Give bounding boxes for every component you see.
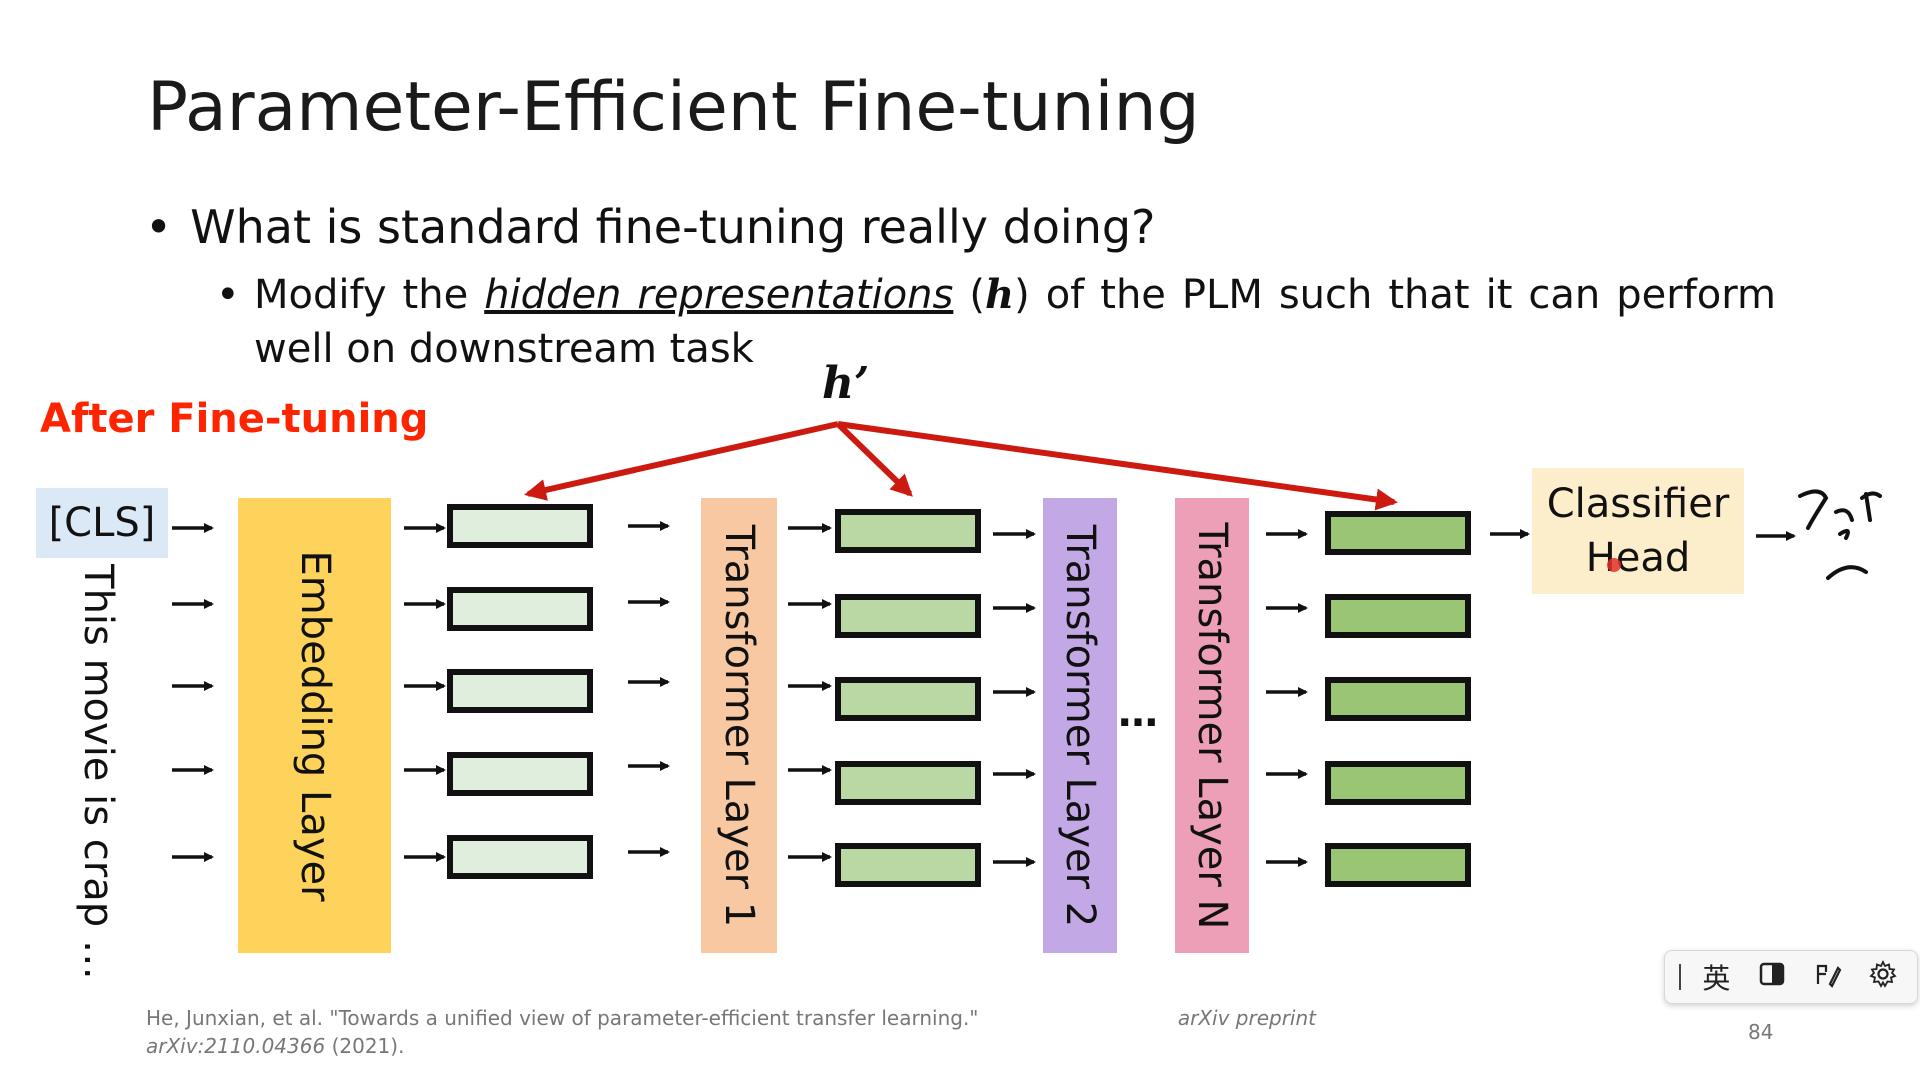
language-icon[interactable]: 英 [1702, 962, 1731, 995]
citation-year: (2021). [331, 1034, 405, 1058]
citation-text: He, Junxian, et al. "Towards a unified v… [146, 1006, 979, 1030]
bullet-level2: • Modify the hidden representations (h) … [216, 268, 1776, 376]
bullet2-paren: ( [953, 272, 985, 318]
hidden-representations-emphasis: hidden representations [484, 272, 954, 318]
red-arrow-to-embedding-output [524, 421, 839, 501]
h-prime-arrows [524, 421, 1398, 511]
bullet2-before: Modify the [254, 272, 485, 318]
settings-icon[interactable] [1863, 959, 1903, 995]
cursor-icon[interactable] [1678, 964, 1681, 990]
transformer-layer-1: Transformer Layer 1 [701, 498, 777, 953]
layer1-output-vector [835, 843, 981, 887]
embedding-output-vector [447, 752, 593, 796]
layers-ellipsis: … [1118, 690, 1160, 736]
bullet-level1-text: What is standard fine-tuning really doin… [190, 200, 1156, 254]
layerN-output-vector [1325, 761, 1471, 805]
embedding-output-vector [447, 835, 593, 879]
h-symbol: h [985, 271, 1015, 318]
layerN-output-vector [1325, 594, 1471, 638]
bullet-dot: • [216, 272, 240, 318]
citation-arxiv-id: arXiv:2110.04366 [146, 1034, 326, 1058]
embedding-layer: Embedding Layer [238, 498, 391, 953]
embedding-output-vector [447, 504, 593, 548]
layer1-output-vector [835, 761, 981, 805]
citation-venue: arXiv preprint [1177, 1006, 1316, 1030]
after-finetuning-heading: After Fine-tuning [40, 396, 429, 442]
laser-pointer-dot [1607, 558, 1621, 572]
layer1-output-vector [835, 594, 981, 638]
handwriting-icon[interactable] [1808, 960, 1848, 995]
bullet-dot: • [145, 200, 173, 254]
handwritten-annotation [1798, 489, 1882, 580]
red-arrow-to-layer1-output [835, 421, 913, 497]
bullet2-after: ) of the PLM such that it can perform we… [254, 272, 1776, 372]
slide-title: Parameter-Efficient Fine-tuning [147, 68, 1200, 147]
classifier-head-line1: Classifier [1546, 481, 1730, 527]
layerN-output-vector [1325, 843, 1471, 887]
transformer-layer-n: Transformer Layer N [1175, 498, 1249, 953]
layerN-output-vector [1325, 677, 1471, 721]
transformer-layer-2: Transformer Layer 2 [1043, 498, 1117, 953]
red-arrow-to-layerN-output [837, 421, 1398, 511]
layer1-output-vector [835, 509, 981, 553]
page-number: 84 [1748, 1020, 1774, 1044]
citation: He, Junxian, et al. "Towards a unified v… [146, 1004, 1316, 1060]
embedding-output-vector [447, 587, 593, 631]
classifier-head-line2: Head [1585, 535, 1691, 581]
classifier-head: Classifier Head [1532, 468, 1744, 594]
layout-icon[interactable] [1752, 961, 1792, 994]
layer1-output-vector [835, 677, 981, 721]
ime-toolbar[interactable]: 英 [1664, 950, 1918, 1004]
layerN-output-vector [1325, 511, 1471, 555]
cls-token: [CLS] [36, 488, 168, 558]
h-prime-label: h’ [822, 358, 870, 409]
embedding-output-vector [447, 669, 593, 713]
bullet-level1: • What is standard fine-tuning really doi… [145, 200, 1155, 254]
